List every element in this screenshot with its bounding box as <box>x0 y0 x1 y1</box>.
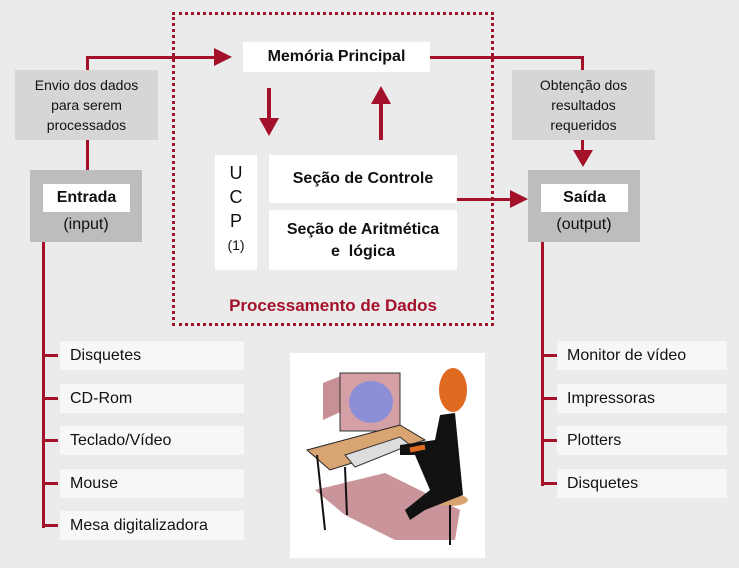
computer-user-illustration <box>290 353 485 558</box>
alu-section-box: Seção de Aritmética e lógica <box>269 210 457 270</box>
output-list-line <box>541 242 544 486</box>
output-device-item: Plotters <box>557 426 727 455</box>
tick <box>42 524 58 527</box>
input-device-item: Teclado/Vídeo <box>60 426 244 455</box>
ucp-c: C <box>229 187 243 207</box>
output-device-item: Monitor de vídeo <box>557 341 727 370</box>
input-device-item: Mouse <box>60 469 244 498</box>
input-device-item: Disquetes <box>60 341 244 370</box>
connector <box>430 56 584 59</box>
connector <box>581 140 584 152</box>
alu-line-2: e lógica <box>330 243 396 260</box>
arrow-up-icon <box>371 86 391 104</box>
obtain-results-box: Obtenção dos resultados requeridos <box>512 70 655 140</box>
output-device-item: Disquetes <box>557 469 727 498</box>
output-title: Saída <box>541 184 628 212</box>
tick <box>42 482 58 485</box>
tick <box>541 439 557 442</box>
connector <box>86 56 89 70</box>
arrow-right-icon <box>214 48 232 66</box>
input-subtitle: (input) <box>63 216 109 233</box>
input-title: Entrada <box>43 184 130 212</box>
ucp-note: (1) <box>227 237 245 253</box>
connector <box>457 198 513 201</box>
tick <box>42 354 58 357</box>
processing-label: Processamento de Dados <box>229 296 437 315</box>
connector <box>86 56 216 59</box>
input-list-line <box>42 242 45 528</box>
connector <box>581 56 584 70</box>
tick <box>541 354 557 357</box>
connector <box>267 88 271 120</box>
output-subtitle: (output) <box>556 216 612 233</box>
arrow-down-icon <box>259 118 279 136</box>
send-data-box: Envio dos dados para serem processados <box>15 70 158 140</box>
input-box: Entrada (input) <box>30 170 142 242</box>
ucp-box: U C P (1) <box>215 155 257 270</box>
ucp-u: U <box>229 163 243 183</box>
connector <box>379 104 383 140</box>
connector <box>86 140 89 170</box>
input-device-item: CD-Rom <box>60 384 244 413</box>
arrow-right-icon <box>510 190 528 208</box>
ucp-p: P <box>229 211 242 231</box>
input-device-item: Mesa digitalizadora <box>60 511 244 540</box>
tick <box>42 397 58 400</box>
output-box: Saída (output) <box>528 170 640 242</box>
output-device-item: Impressoras <box>557 384 727 413</box>
processing-boundary <box>172 12 494 326</box>
tick <box>541 397 557 400</box>
alu-line-1: Seção de Aritmética <box>286 221 440 238</box>
tick <box>541 482 557 485</box>
arrow-down-icon <box>573 150 593 167</box>
control-section-box: Seção de Controle <box>269 155 457 203</box>
main-memory-box: Memória Principal <box>243 42 430 72</box>
tick <box>42 439 58 442</box>
